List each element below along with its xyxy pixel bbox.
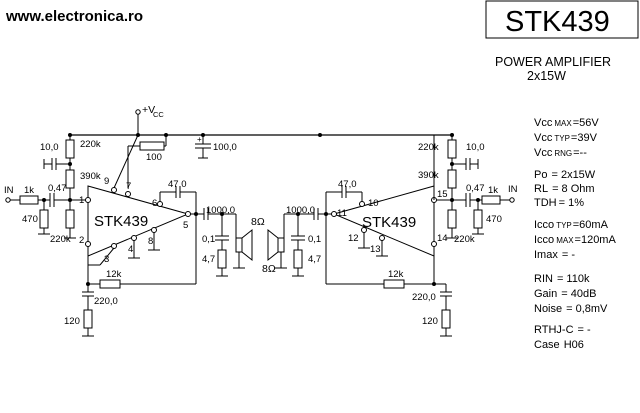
pin-7-label: 7 xyxy=(126,181,131,192)
c10-left-label: 10,0 xyxy=(40,142,59,153)
r120-right-label: 120 xyxy=(422,316,438,327)
pin-10-label: 10 xyxy=(368,198,379,209)
in-left-label: IN xyxy=(4,185,14,196)
svg-text:Imax= -: Imax= - xyxy=(534,249,575,261)
c10-right-label: 10,0 xyxy=(466,142,485,153)
r220k-bottom-right-label: 220k xyxy=(454,234,475,245)
svg-text:RTHJ-C= -: RTHJ-C= - xyxy=(534,324,591,336)
c47-left-label: 47,0 xyxy=(168,179,187,190)
r1k-left-label: 1k xyxy=(24,185,34,196)
c01-right-label: 0,1 xyxy=(308,234,321,245)
r220k-top-left-label: 220k xyxy=(80,139,101,150)
pin-1-label: 1 xyxy=(79,195,84,206)
r120-left-label: 120 xyxy=(64,316,80,327)
ic-left-label: STK439 xyxy=(94,213,148,230)
right-amplifier xyxy=(331,135,437,284)
svg-text:Po= 2x15W: Po= 2x15W xyxy=(534,169,596,181)
right-output-network xyxy=(267,186,363,284)
ic-right-label: STK439 xyxy=(362,214,416,231)
left-output-network xyxy=(159,186,253,284)
right-feedback-network xyxy=(326,279,452,337)
vcc-sub-label: CC xyxy=(153,110,164,119)
svg-text:Gain= 40dB: Gain= 40dB xyxy=(534,288,596,300)
r220k-top-right-label: 220k xyxy=(418,142,439,153)
pin-15-label: 15 xyxy=(437,189,448,200)
pin-9-label: 9 xyxy=(104,176,109,187)
spk-left-label: 8Ω xyxy=(251,216,265,228)
left-bias-network xyxy=(43,135,88,239)
r1k-right-label: 1k xyxy=(488,185,498,196)
pin-11-label: 11 xyxy=(337,208,347,219)
c100-capacitor: + xyxy=(195,135,211,159)
c1000-left-label: 1000,0 xyxy=(206,205,235,216)
r47-left-label: 4,7 xyxy=(202,254,215,265)
c220-left-label: 220,0 xyxy=(94,296,118,307)
r47-right-label: 4,7 xyxy=(308,254,321,265)
pin-2-label: 2 xyxy=(79,235,84,246)
r12k-left-label: 12k xyxy=(106,269,122,280)
c220-right-label: 220,0 xyxy=(412,292,436,303)
pin-13-label: 13 xyxy=(370,244,381,255)
svg-text:TDH= 1%: TDH= 1% xyxy=(534,197,584,209)
title-box xyxy=(485,0,639,39)
subtitle-line1: POWER AMPLIFIER xyxy=(495,55,611,69)
pin-4-label: 4 xyxy=(128,244,133,255)
svg-text:RL= 8 Ohm: RL= 8 Ohm xyxy=(534,183,595,195)
svg-text:Noise= 0,8mV: Noise= 0,8mV xyxy=(534,303,608,315)
c047-left-label: 0,47 xyxy=(48,183,67,194)
c1000-right-label: 1000,0 xyxy=(286,205,315,216)
r100-resistor xyxy=(127,135,167,188)
r220k-bottom-left-label: 220k xyxy=(50,234,71,245)
spk-right-label: 8Ω xyxy=(262,263,276,275)
r470-left-label: 470 xyxy=(22,214,38,225)
pin-8-label: 8 xyxy=(148,236,153,247)
pin-3-label: 3 xyxy=(104,254,109,265)
svg-text:+: + xyxy=(197,135,202,144)
r390k-left-label: 390k xyxy=(80,171,101,182)
right-input-network xyxy=(452,193,515,235)
website-label: www.electronica.ro xyxy=(5,8,143,25)
c47-right-label: 47,0 xyxy=(338,179,357,190)
pin-12-label: 12 xyxy=(348,233,359,244)
pin-14-label: 14 xyxy=(437,233,448,244)
vcc-plus-label: +V xyxy=(142,104,155,116)
subtitle-line2: 2x15W xyxy=(527,69,566,83)
part-number-title: STK439 xyxy=(505,6,610,38)
in-right-label: IN xyxy=(508,184,518,195)
pin-6-label: 6 xyxy=(152,198,157,209)
r390k-right-label: 390k xyxy=(418,170,439,181)
left-amplifier xyxy=(85,185,191,286)
supply-rail xyxy=(68,109,454,189)
r470-right-label: 470 xyxy=(486,214,502,225)
r100-label: 100 xyxy=(146,152,162,163)
c01-left-label: 0,1 xyxy=(202,234,215,245)
svg-text:RIN= 110k: RIN= 110k xyxy=(534,273,590,285)
c047-right-label: 0,47 xyxy=(466,183,485,194)
r12k-right-label: 12k xyxy=(388,269,404,280)
left-feedback-network xyxy=(82,279,196,337)
pin-5-label: 5 xyxy=(183,220,188,231)
c100-label: 100,0 xyxy=(213,142,237,153)
left-input-network xyxy=(5,193,70,235)
